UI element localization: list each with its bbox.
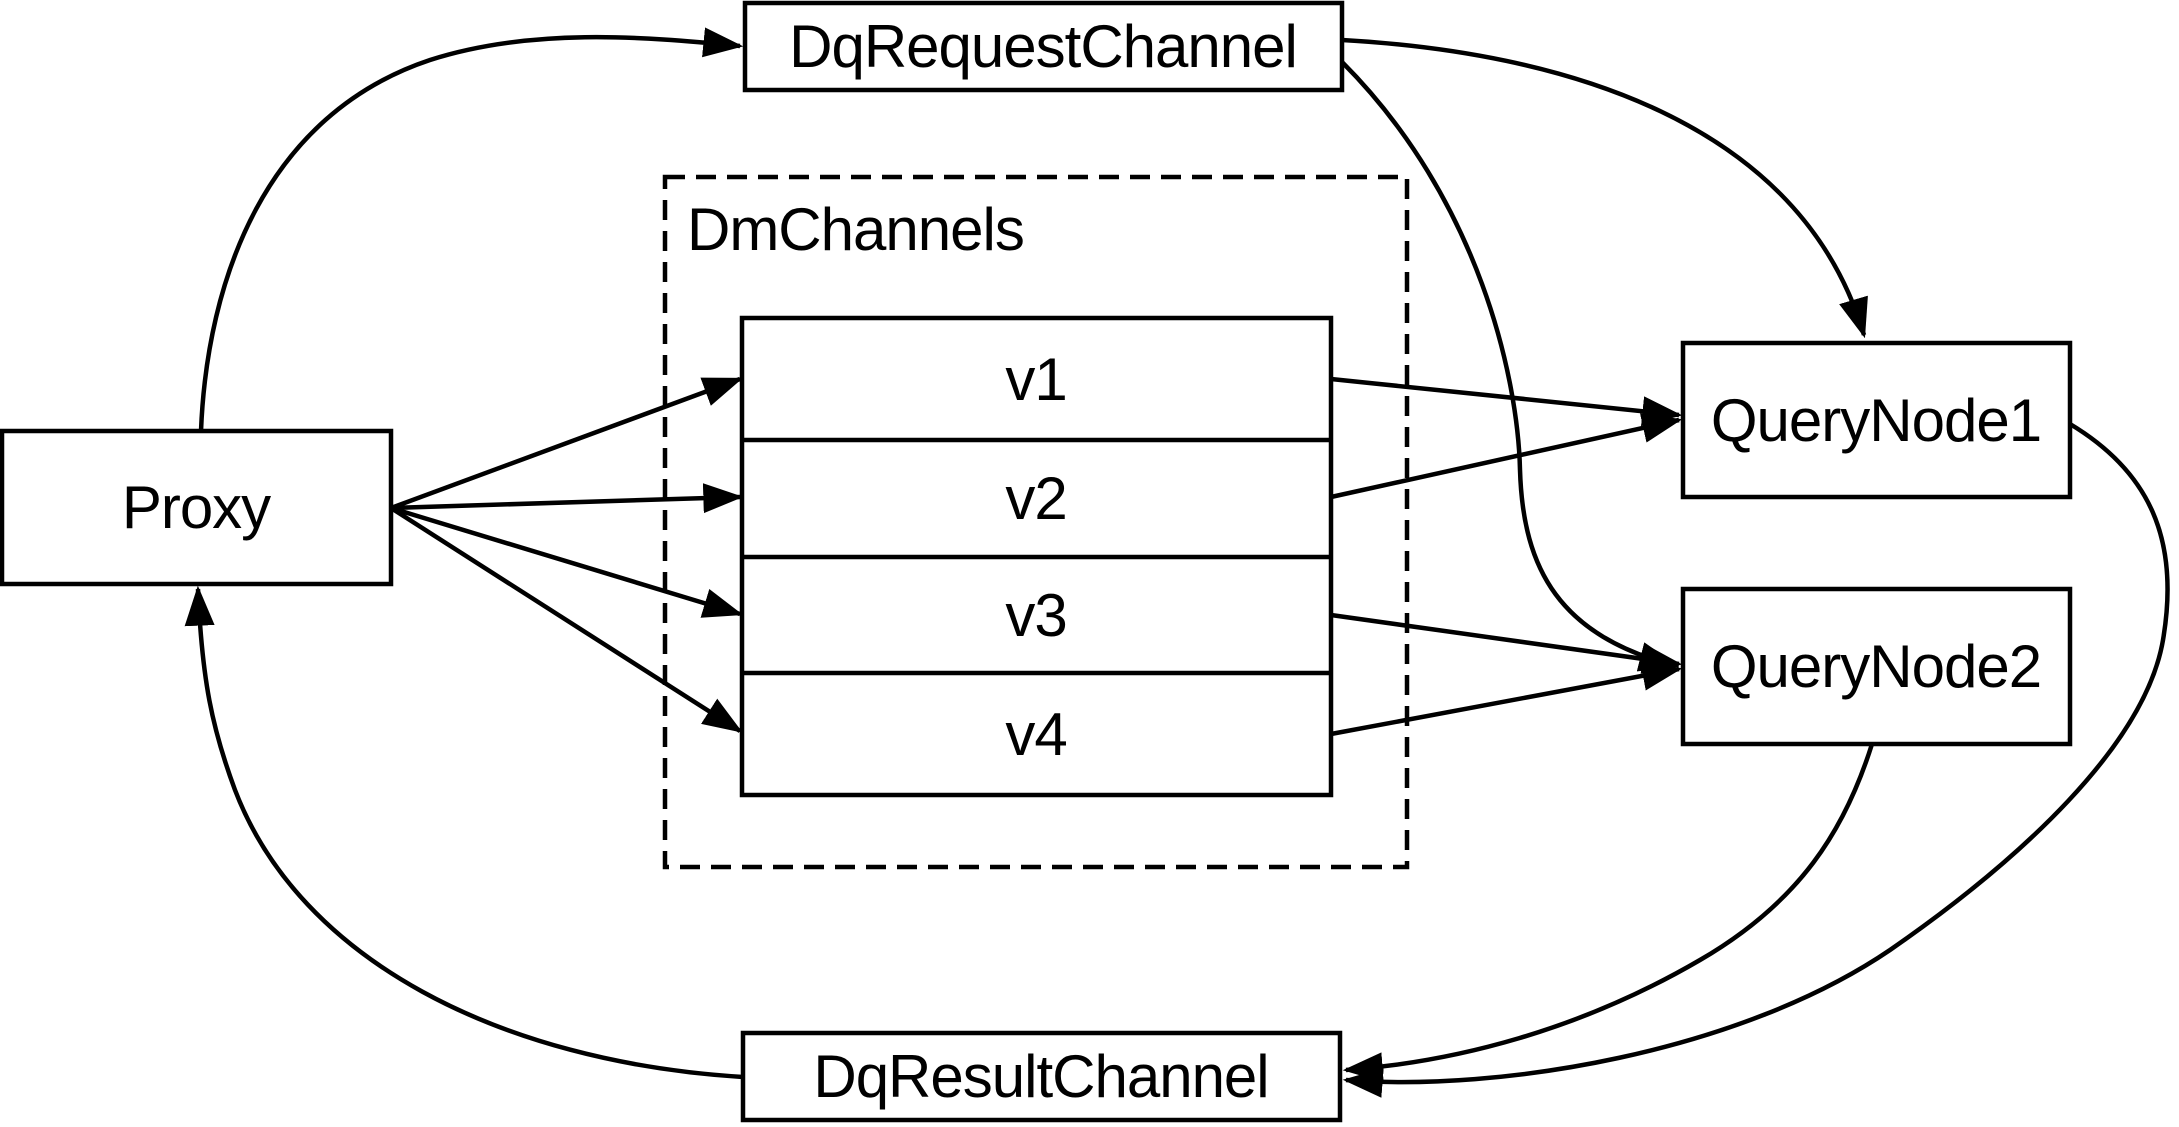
query-node1-label: QueryNode1	[1711, 387, 2041, 454]
channel-v2-label: v2	[1005, 465, 1066, 532]
channel-v3-label: v3	[1005, 582, 1066, 649]
node-dq-result-channel: DqResultChannel	[740, 1030, 1343, 1123]
edge-v3-to-querynode2	[1330, 612, 1683, 674]
edge-v4-to-querynode2	[1330, 660, 1683, 737]
dq-request-channel-box	[742, 0, 1345, 93]
edge-dqresultchannel-to-proxy	[184, 585, 744, 1080]
dq-result-channel-label: DqResultChannel	[813, 1043, 1268, 1110]
edges-layer	[184, 27, 2170, 1098]
edge-proxy-to-dqrequestchannel	[198, 27, 744, 432]
query-node2-label: QueryNode2	[1711, 633, 2041, 700]
node-channel-table: v1 v2 v3 v4	[739, 315, 1334, 798]
dq-request-channel-label: DqRequestChannel	[789, 13, 1297, 80]
edge-proxy-to-v4	[389, 506, 743, 733]
node-query-node2: QueryNode2	[1680, 586, 2073, 747]
edge-dqrequestchannel-to-querynode1	[1341, 37, 1868, 339]
edge-dqrequestchannel-to-querynode2	[1340, 60, 1680, 672]
dm-channels-label: DmChannels	[687, 196, 1024, 263]
proxy-label: Proxy	[122, 474, 271, 541]
nodes-layer: DqRequestChannel DmChannels v1 v2 v3 v4	[0, 0, 2073, 1123]
edge-proxy-to-v2	[390, 483, 744, 514]
query-node1-box	[1680, 340, 2073, 500]
edge-querynode1-to-dqresultchannel	[1342, 422, 2170, 1098]
proxy-box	[0, 428, 394, 587]
edge-querynode2-to-dqresultchannel	[1342, 743, 1875, 1083]
node-dq-request-channel: DqRequestChannel	[742, 0, 1345, 93]
edge-v1-to-querynode1	[1330, 376, 1683, 427]
dm-channels-dashed-box	[662, 174, 1410, 870]
group-dm-channels: DmChannels v1 v2 v3 v4	[662, 174, 1410, 870]
dq-result-channel-box	[740, 1030, 1343, 1123]
channel-v1-label: v1	[1005, 346, 1066, 413]
query-node2-box	[1680, 586, 2073, 747]
node-query-node1: QueryNode1	[1680, 340, 2073, 500]
edge-v2-to-querynode1	[1330, 413, 1683, 500]
node-proxy: Proxy	[0, 428, 394, 587]
channel-v4-label: v4	[1005, 701, 1066, 768]
edge-proxy-to-v1	[390, 376, 744, 511]
edge-proxy-to-v3	[390, 505, 744, 618]
